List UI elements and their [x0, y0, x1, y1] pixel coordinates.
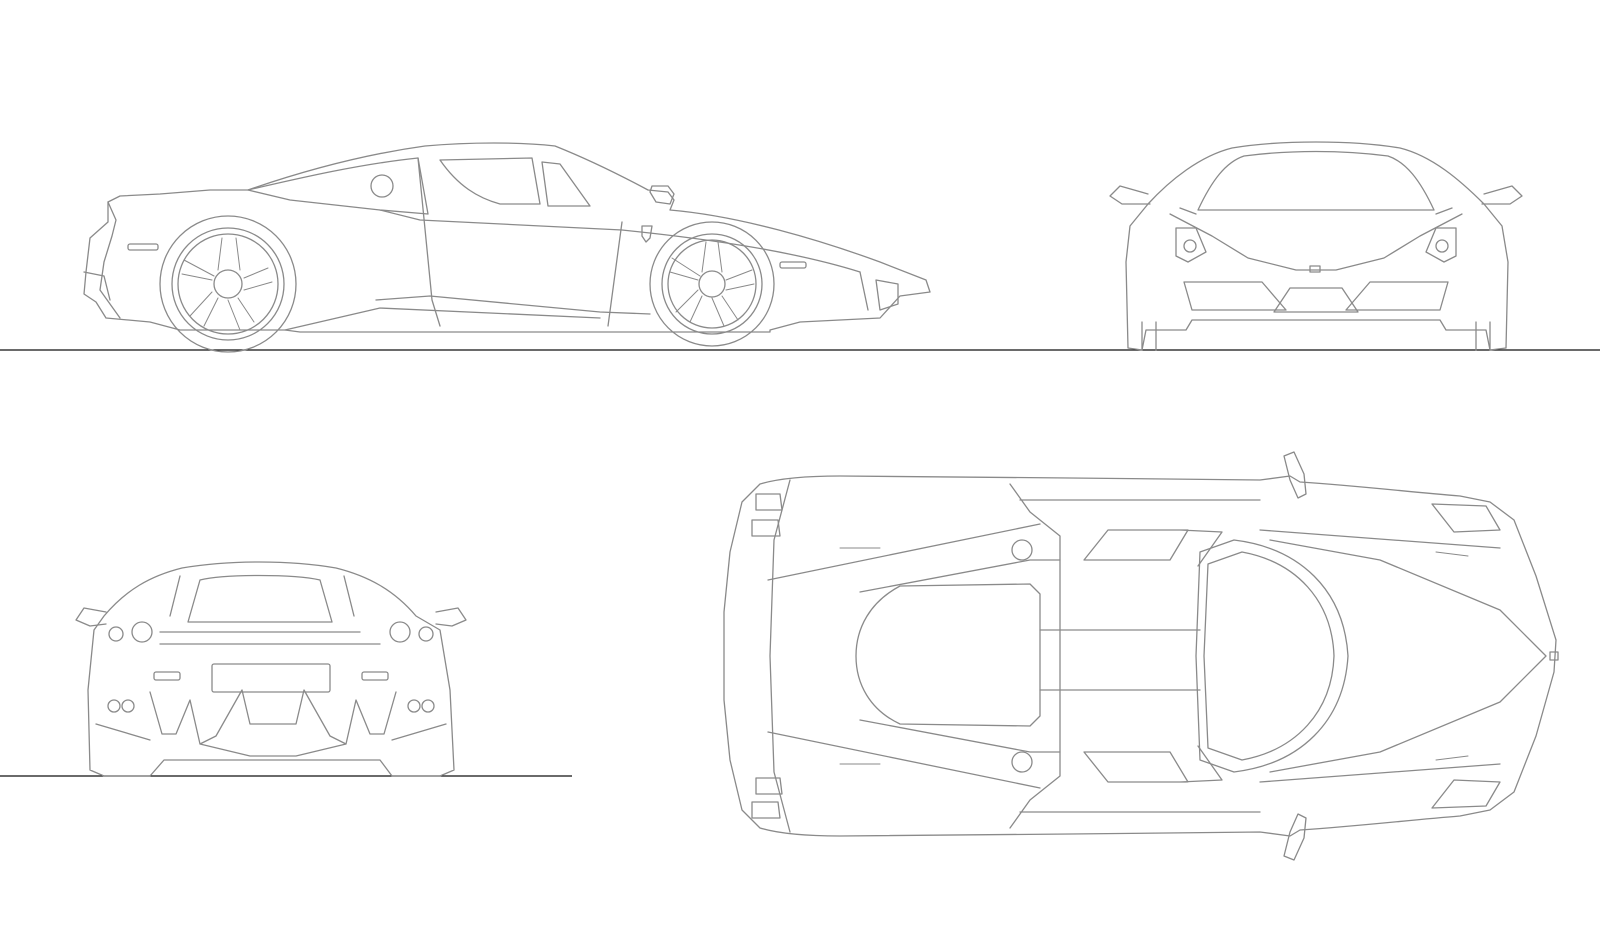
top-view — [723, 451, 1559, 861]
front-intake-left — [1183, 281, 1287, 311]
side-rear-vent — [779, 261, 807, 269]
top-fuel-cap-right — [1011, 751, 1033, 773]
top-badge — [1549, 651, 1559, 661]
front-headlight-right — [1425, 227, 1457, 263]
front-mirror-right — [1481, 185, 1523, 205]
top-rear-grille-right — [751, 777, 783, 819]
rear-exhaust-2 — [121, 699, 135, 713]
front-hood-lines — [1169, 207, 1463, 271]
rear-body-outline — [87, 561, 455, 777]
top-mirror-right — [1283, 813, 1307, 861]
rear-exhaust-4 — [421, 699, 435, 713]
rear-exhaust-3 — [407, 699, 421, 713]
rear-plate — [211, 663, 331, 693]
top-windshield — [1203, 551, 1335, 761]
rear-lamp-2 — [131, 621, 153, 643]
rear-diffuser — [95, 689, 447, 757]
front-windshield — [1197, 150, 1435, 211]
top-nose-lines — [1259, 529, 1547, 783]
top-engine-lines — [767, 523, 1201, 789]
side-window — [439, 157, 541, 205]
side-rear-wheel — [649, 221, 775, 347]
rear-lamp-3 — [389, 621, 411, 643]
side-marker-light — [127, 243, 159, 251]
top-front-intake-right — [1431, 779, 1501, 809]
front-mirror-left — [1109, 185, 1151, 205]
front-lamp-left — [1183, 239, 1197, 253]
top-canopy — [1195, 539, 1349, 773]
side-mirror — [649, 185, 675, 205]
side-front-wheel — [159, 215, 297, 353]
top-inner-outline — [769, 479, 791, 833]
front-tire-right — [1475, 321, 1491, 351]
top-wheel-hints — [839, 547, 1469, 765]
side-fuel-cap — [370, 174, 394, 198]
rear-exhaust-1 — [107, 699, 121, 713]
rear-mirror-right — [435, 607, 467, 627]
rear-mirror-left — [75, 607, 107, 627]
side-nose-detail — [83, 201, 121, 319]
top-rear-grille-left — [751, 493, 783, 537]
top-mirror-left — [1283, 451, 1307, 499]
rear-marker-right — [361, 671, 389, 681]
front-headlight-left — [1175, 227, 1207, 263]
front-lamp-right — [1435, 239, 1449, 253]
side-shield-badge — [641, 225, 653, 243]
top-front-intake-left — [1431, 503, 1501, 533]
side-door-line — [417, 157, 623, 327]
rear-window — [187, 574, 333, 623]
side-quarter-window — [541, 161, 591, 207]
rear-view — [75, 561, 467, 777]
front-tire-left — [1141, 321, 1157, 351]
rear-lamp-1 — [108, 626, 124, 642]
side-rear-detail — [859, 271, 899, 311]
side-body-outline — [83, 142, 931, 333]
side-view — [83, 142, 931, 353]
side-sill-line — [284, 295, 651, 331]
top-door-lines — [1009, 483, 1261, 829]
front-badge — [1309, 265, 1321, 273]
rear-lamp-4 — [418, 626, 434, 642]
front-intake-right — [1345, 281, 1449, 311]
top-engine-cover — [855, 583, 1041, 727]
rear-pillars — [159, 575, 381, 645]
front-view — [1109, 141, 1523, 351]
top-body-outline — [723, 475, 1557, 837]
side-roof-line — [247, 157, 429, 215]
top-fuel-cap-left — [1011, 539, 1033, 561]
top-side-windows — [1083, 529, 1223, 783]
front-center-intake — [1273, 287, 1359, 313]
front-body-outline — [1125, 141, 1509, 351]
rear-marker-left — [153, 671, 181, 681]
